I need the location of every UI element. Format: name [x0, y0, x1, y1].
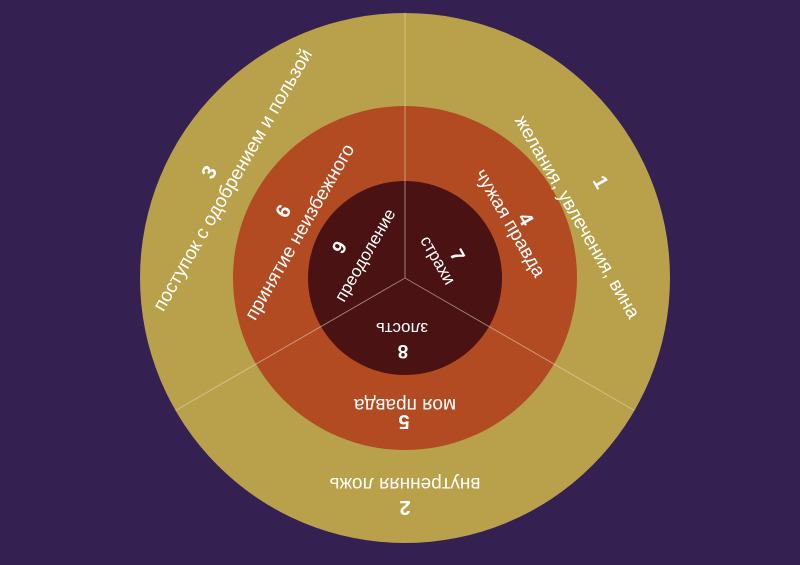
- sector-2-number: 2: [399, 496, 410, 518]
- sector-2-label: внутренняя ложь: [329, 473, 480, 494]
- sector-2: внутренняя ложь: [329, 473, 480, 494]
- sector-8-number-wrap: 8: [398, 340, 409, 361]
- divider-lower-left: [175, 277, 406, 411]
- sector-8: злость: [376, 319, 428, 338]
- sector-5-number-wrap: 5: [398, 410, 409, 432]
- sector-5-label: моя правда: [353, 394, 456, 415]
- sector-5: моя правда: [353, 394, 456, 415]
- sector-8-number: 8: [398, 340, 409, 361]
- sector-dividers: [175, 13, 635, 411]
- sector-2-number-wrap: 2: [399, 496, 410, 518]
- sector-8-label: злость: [376, 319, 428, 338]
- divider-lower-right: [404, 277, 635, 411]
- sector-5-number: 5: [398, 410, 409, 432]
